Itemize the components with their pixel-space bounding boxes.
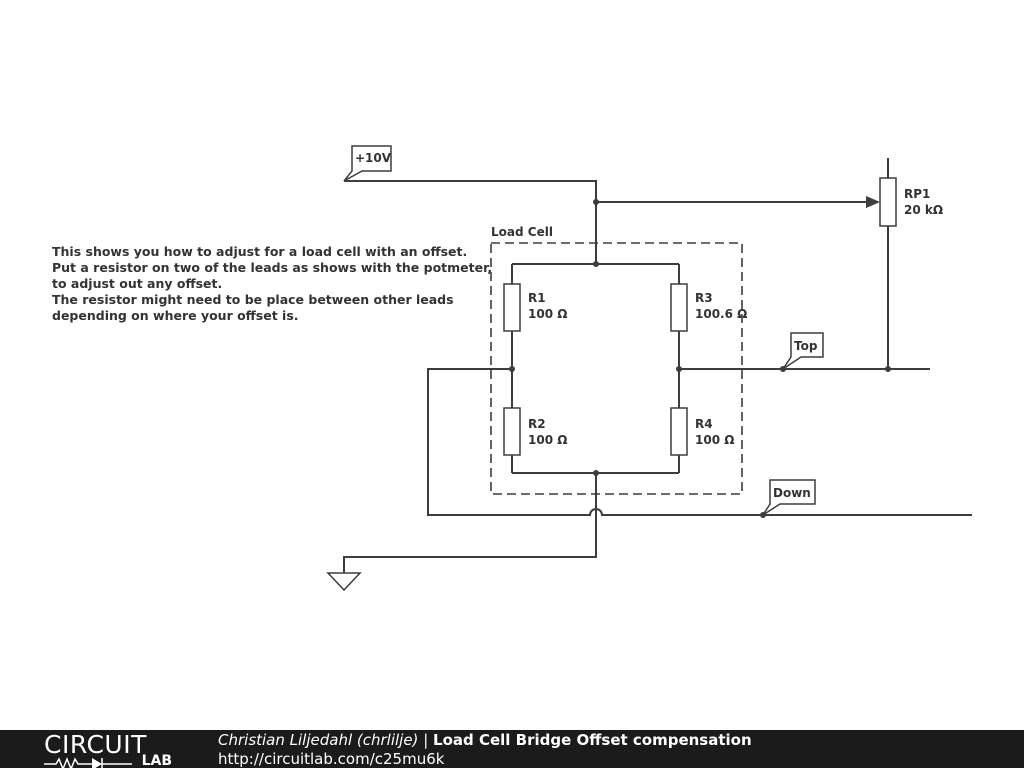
resistor-r2[interactable]: R2 100 Ω	[503, 407, 567, 456]
junction-dot	[885, 366, 891, 372]
junction-dot	[676, 366, 682, 372]
resistor-r3[interactable]: R3 100.6 Ω	[670, 283, 747, 332]
potentiometer-body	[879, 177, 897, 227]
logo-top-text: CIRCUIT	[44, 730, 147, 759]
circuit-url[interactable]: http://circuitlab.com/c25mu6k	[218, 750, 445, 768]
junction-dot	[509, 366, 515, 372]
resistor-value: 100 Ω	[695, 433, 734, 447]
resistor-ref: R3	[695, 291, 713, 305]
description-line: This shows you how to adjust for a load …	[52, 244, 467, 259]
logo-bottom-text: LAB	[141, 753, 172, 769]
resistor-body	[503, 283, 521, 332]
description-line: The resistor might need to be place betw…	[52, 292, 454, 307]
potentiometer-rp1[interactable]: RP1 20 kΩ	[879, 177, 943, 227]
credit-line: Christian Liljedahl (chrlilje) | Load Ce…	[218, 731, 752, 749]
wire-supply	[344, 180, 597, 264]
load-cell-label: Load Cell	[491, 225, 553, 239]
ground-icon	[326, 572, 362, 592]
junctions	[509, 199, 891, 518]
wire-down	[427, 368, 972, 516]
potentiometer-value: 20 kΩ	[904, 203, 943, 217]
net-label-down[interactable]: Down	[762, 479, 816, 516]
circuitlab-logo[interactable]: CIRCUIT LAB	[44, 730, 174, 770]
description-line: depending on where your offset is.	[52, 308, 299, 323]
resistor-body	[670, 283, 688, 332]
wires	[343, 158, 972, 573]
circuit-title[interactable]: Load Cell Bridge Offset compensation	[433, 731, 752, 749]
wire-ground	[343, 473, 597, 573]
net-label-top-text: Top	[794, 339, 818, 353]
load-cell-box: Load Cell	[490, 225, 743, 495]
junction-dot	[593, 261, 599, 267]
resistor-value: 100 Ω	[528, 307, 567, 321]
credit-separator: |	[418, 731, 434, 749]
net-label-top[interactable]: Top	[782, 332, 824, 370]
junction-dot	[593, 470, 599, 476]
schematic-canvas: This shows you how to adjust for a load …	[52, 145, 972, 592]
resistor-value: 100.6 Ω	[695, 307, 747, 321]
net-label-supply-text: +10V	[355, 151, 392, 165]
resistor-ref: R1	[528, 291, 546, 305]
resistor-ref: R2	[528, 417, 546, 431]
resistor-r1[interactable]: R1 100 Ω	[503, 283, 567, 332]
description-line: Put a resistor on two of the leads as sh…	[52, 260, 492, 275]
author-name[interactable]: Christian Liljedahl (chrlilje)	[218, 731, 419, 749]
wiper-arrow-icon	[866, 196, 880, 208]
resistor-ref: R4	[695, 417, 713, 431]
description-line: to adjust out any offset.	[52, 276, 222, 291]
resistor-body	[503, 407, 521, 456]
resistor-value: 100 Ω	[528, 433, 567, 447]
potentiometer-ref: RP1	[904, 187, 930, 201]
description-text: This shows you how to adjust for a load …	[52, 244, 492, 323]
net-label-supply[interactable]: +10V	[343, 145, 392, 182]
footer-bar: CIRCUIT LAB Christian Liljedahl (chrlilj…	[0, 730, 1024, 770]
net-label-down-text: Down	[773, 486, 811, 500]
resistor-body	[670, 407, 688, 456]
junction-dot	[593, 199, 599, 205]
resistor-r4[interactable]: R4 100 Ω	[670, 407, 734, 456]
